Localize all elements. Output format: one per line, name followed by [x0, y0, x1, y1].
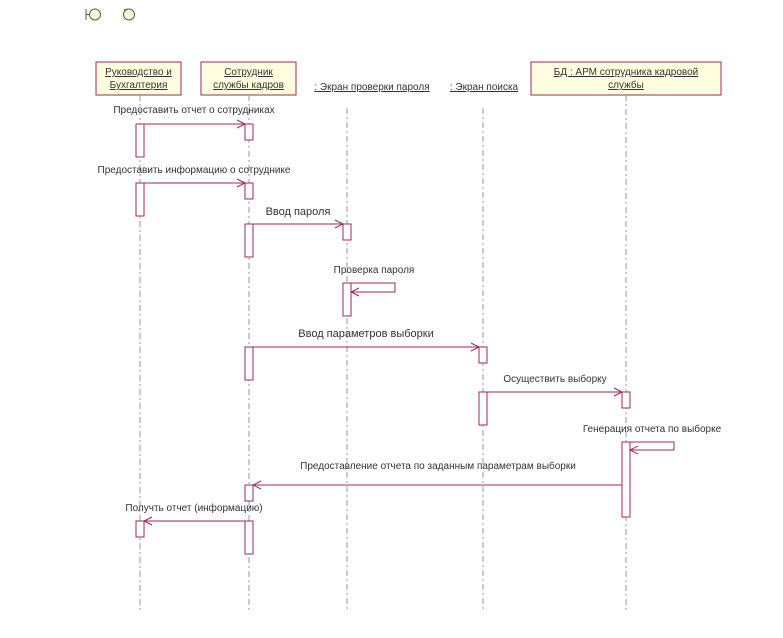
activation-bar — [478, 346, 488, 364]
object-hr-label-1: Сотрудник — [224, 67, 273, 78]
activation-bar — [478, 391, 488, 426]
message-label: Предоставить отчет о сотрудниках — [113, 105, 274, 116]
object-hr-label-2: службы кадров — [213, 79, 284, 91]
message-label: Генерация отчета по выборке — [583, 423, 722, 435]
activation-bar — [621, 441, 631, 518]
activation-bar — [135, 520, 145, 538]
message-9[interactable]: Получть отчет (информацию) — [125, 502, 263, 526]
message-label: Ввод параметров выборки — [298, 328, 433, 340]
message-label: Проверка пароля — [334, 265, 415, 276]
message-1[interactable]: Предоставить отчет о сотрудниках — [113, 105, 275, 129]
activation-bar — [244, 520, 254, 555]
activation-bar — [135, 182, 145, 217]
activation-bar — [244, 123, 254, 141]
actor-control-icon[interactable] — [123, 8, 135, 21]
message-label: Ввод пароля — [266, 206, 331, 218]
activation-bar — [342, 282, 352, 317]
message-3[interactable]: Ввод пароля — [253, 206, 345, 229]
message-label: Осуществить выборку — [503, 373, 606, 385]
message-4[interactable]: Проверка пароля — [334, 265, 415, 297]
message-label: Получть отчет (информацию) — [125, 502, 262, 514]
message-7[interactable]: Генерация отчета по выборке — [583, 423, 722, 455]
message-8[interactable]: Предоставление отчета по заданным параме… — [251, 460, 622, 490]
activation-bar — [342, 223, 352, 241]
activation-bar — [244, 182, 254, 200]
activation-bar — [244, 223, 254, 258]
object-pwd[interactable]: : Экран проверки пароля — [314, 82, 429, 93]
message-label: Предоставление отчета по заданным параме… — [300, 460, 576, 472]
object-mgmt-label-1: Руководство и — [105, 67, 172, 78]
object-db[interactable]: БД : АРМ сотрудника кадровой службы — [530, 61, 722, 96]
object-search[interactable]: : Экран поиска — [450, 82, 519, 93]
object-db-label-2: службы — [608, 79, 644, 91]
message-6[interactable]: Осуществить выборку — [487, 373, 624, 397]
actor-boundary-icon[interactable] — [85, 8, 101, 21]
object-hr[interactable]: Сотрудник службы кадров — [200, 61, 297, 96]
activation-bar — [621, 391, 631, 409]
object-db-label-1: БД : АРМ сотрудника кадровой — [554, 67, 699, 78]
activation-bar — [135, 123, 145, 158]
message-2[interactable]: Предоставить информацию о сотруднике — [98, 164, 291, 188]
object-mgmt-label-2: Бухгалтерия — [110, 80, 168, 91]
activation-bar — [244, 346, 254, 381]
message-label: Предоставить информацию о сотруднике — [98, 164, 291, 176]
message-5[interactable]: Ввод параметров выборки — [253, 328, 481, 352]
object-mgmt[interactable]: Руководство и Бухгалтерия — [95, 61, 182, 96]
object-pwd-label: : Экран проверки пароля — [314, 82, 429, 93]
activation-bar — [244, 484, 254, 502]
object-search-label: : Экран поиска — [450, 82, 519, 93]
